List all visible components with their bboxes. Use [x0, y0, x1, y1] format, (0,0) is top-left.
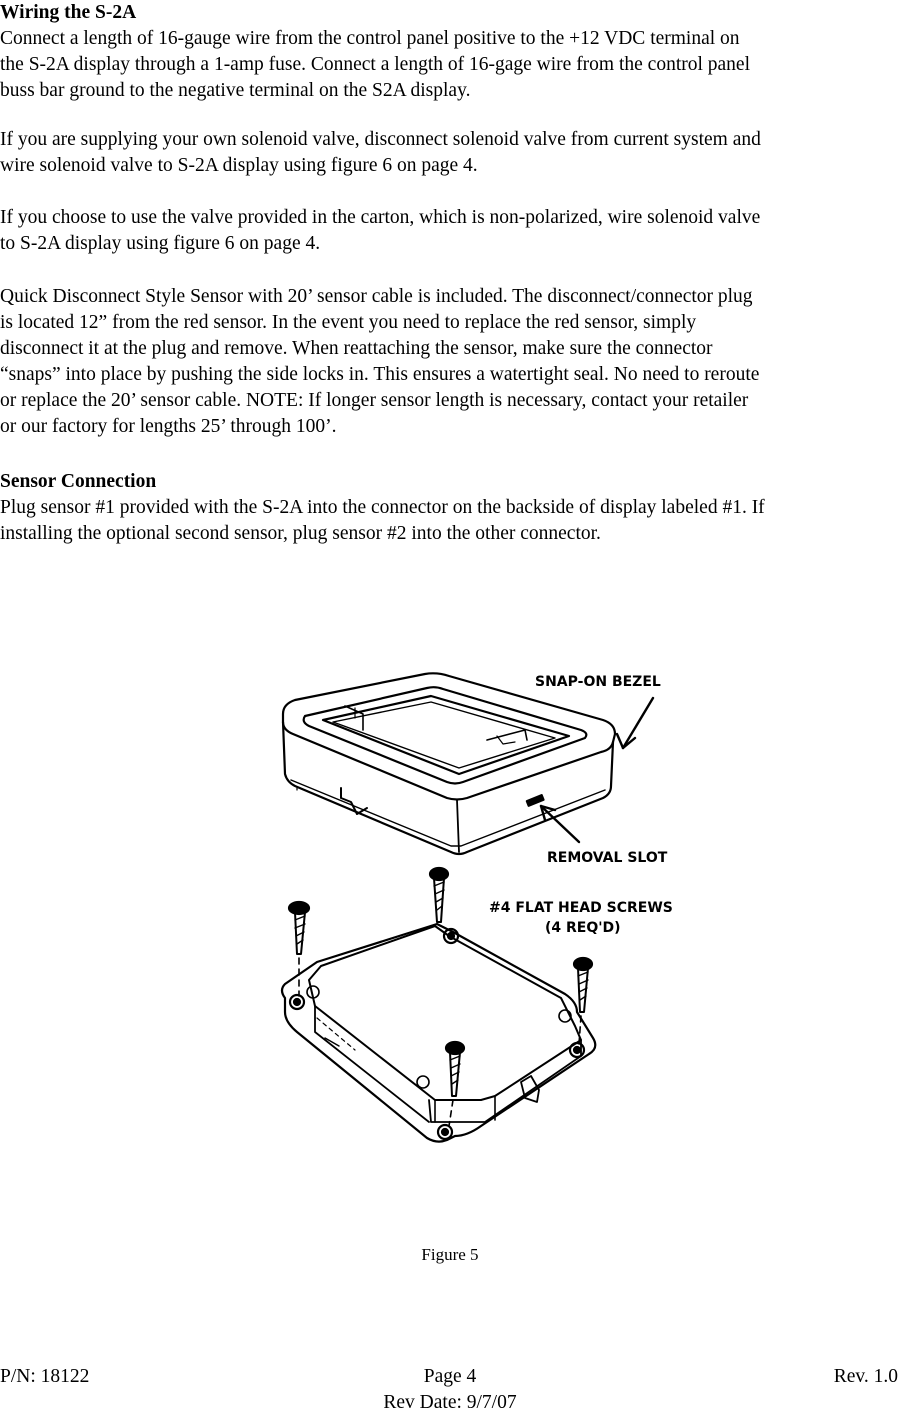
paragraph-sensor-cable: Quick Disconnect Style Sensor with 20’ s… — [0, 284, 900, 440]
footer-rev-date: Rev Date: 9/7/07 — [383, 1392, 517, 1413]
text-line: is located 12” from the red sensor. In t… — [0, 312, 697, 333]
bezel-arrow — [621, 696, 655, 750]
figure-caption: Figure 5 — [421, 1245, 479, 1264]
section-heading-sensor: Sensor Connection — [0, 471, 157, 492]
slot-arrow — [539, 804, 581, 844]
section-heading-wiring: Wiring the S-2A — [0, 2, 137, 23]
text-line: installing the optional second sensor, p… — [0, 523, 601, 544]
footer-page-number: Page 4 — [423, 1366, 477, 1387]
text-line: wire solenoid valve to S-2A display usin… — [0, 155, 478, 176]
flat-head-screws-drawing — [287, 866, 594, 1127]
figure-5-illustration: SNAP-ON BEZEL REMOVAL SLOT #4 FLAT HEAD … — [205, 602, 715, 1224]
text-line: Plug sensor #1 provided with the S-2A in… — [0, 497, 765, 518]
text-line: Connect a length of 16-gauge wire from t… — [0, 28, 740, 49]
text-line: If you choose to use the valve provided … — [0, 207, 761, 228]
text-line: disconnect it at the plug and remove. Wh… — [0, 338, 713, 359]
text-line: to S-2A display using figure 6 on page 4… — [0, 233, 321, 254]
text-line: Quick Disconnect Style Sensor with 20’ s… — [0, 286, 753, 307]
text-line: buss bar ground to the negative terminal… — [0, 80, 471, 101]
text-line: or replace the 20’ sensor cable. NOTE: I… — [0, 390, 749, 411]
paragraph-own-valve: If you are supplying your own solenoid v… — [0, 127, 900, 179]
text-line: the S-2A display through a 1-amp fuse. C… — [0, 54, 751, 75]
snap-on-bezel-label: SNAP-ON BEZEL — [535, 674, 661, 690]
paragraph-provided-valve: If you choose to use the valve provided … — [0, 205, 900, 257]
wiring-section: Wiring the S-2A Connect a length of 16-g… — [0, 0, 900, 104]
sensor-connection-section: Sensor Connection Plug sensor #1 provide… — [0, 469, 900, 547]
screws-quantity-label: (4 REQ'D) — [545, 920, 621, 936]
text-line: or our factory for lengths 25’ through 1… — [0, 416, 337, 437]
footer-revision: Rev. 1.0 — [833, 1366, 898, 1387]
text-line: If you are supplying your own solenoid v… — [0, 129, 761, 150]
removal-slot-label: REMOVAL SLOT — [547, 850, 668, 866]
text-line: “snaps” into place by pushing the side l… — [0, 364, 760, 385]
display-base-drawing — [280, 922, 597, 1143]
snap-on-bezel-drawing — [281, 672, 617, 856]
footer-part-number: P/N: 18122 — [0, 1366, 90, 1387]
flat-head-screws-label: #4 FLAT HEAD SCREWS — [489, 900, 673, 916]
